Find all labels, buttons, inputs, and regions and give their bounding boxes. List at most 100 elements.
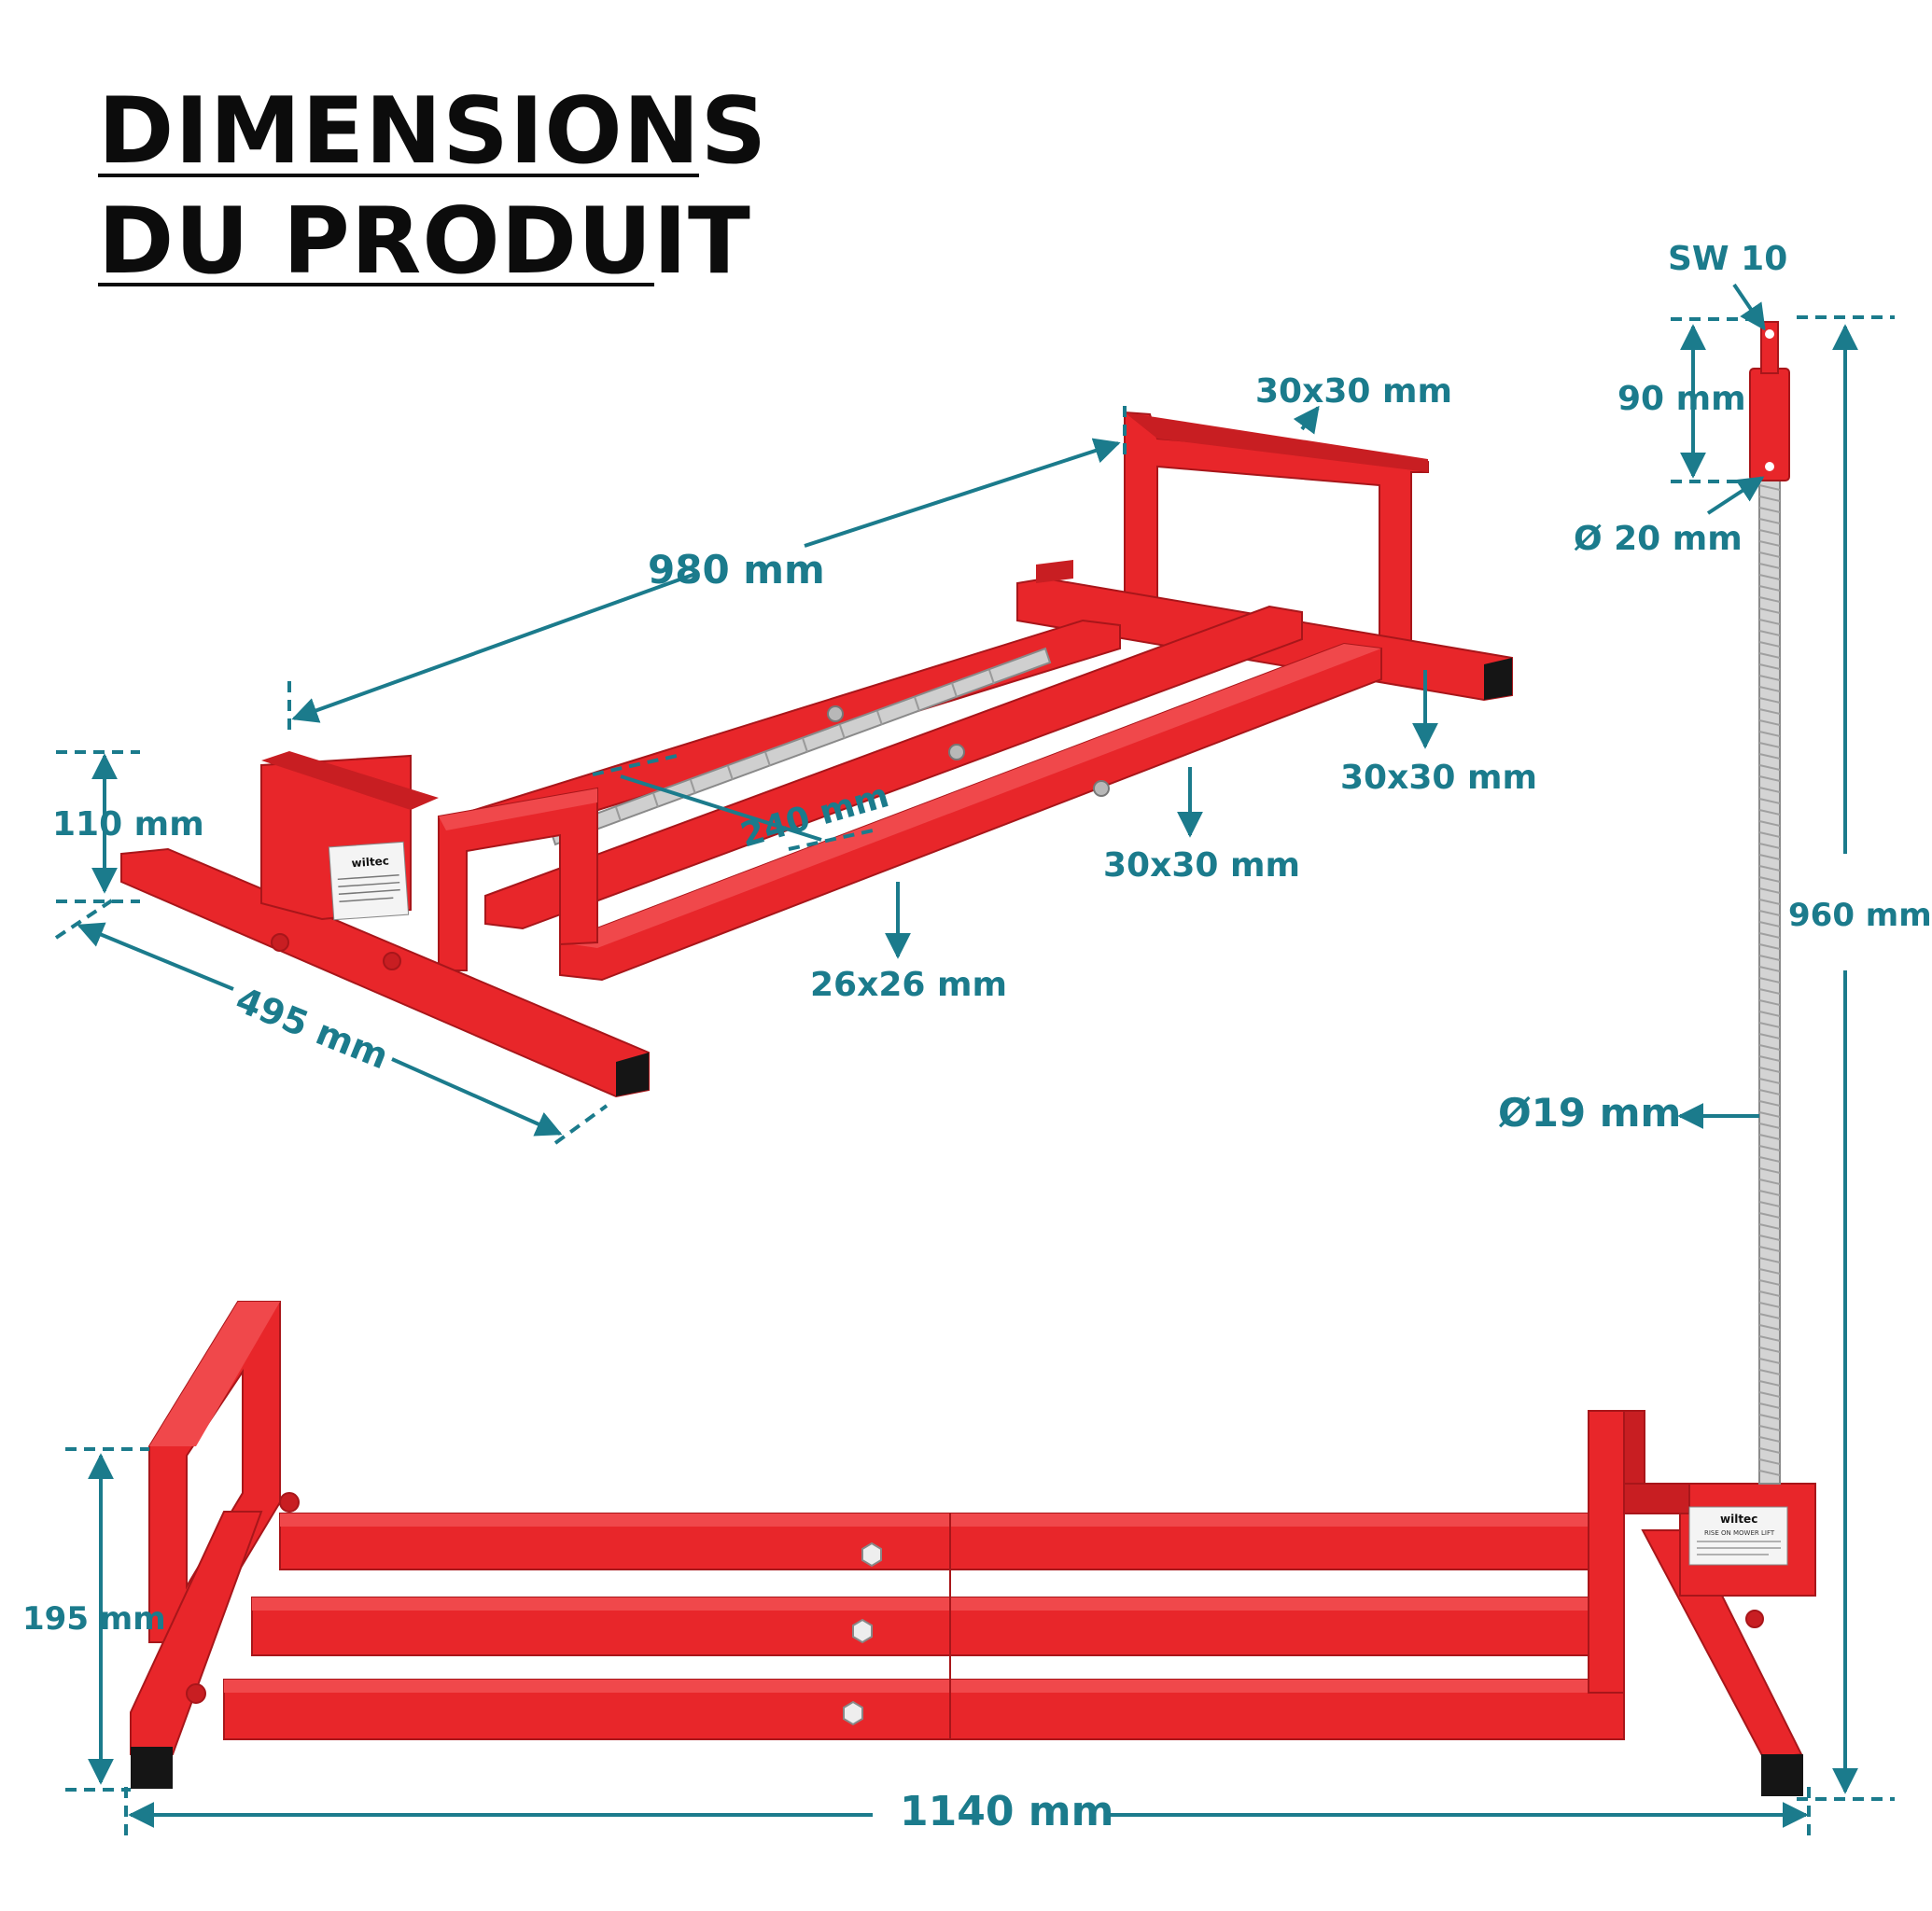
- spindle-thread: [1758, 663, 1781, 670]
- spindle-thread: [1758, 966, 1781, 972]
- spindle-thread: [1758, 1111, 1781, 1118]
- spindle-thread: [1758, 932, 1781, 939]
- title-underline-1: [98, 174, 699, 177]
- spindle-thread: [1758, 719, 1781, 726]
- dimension-lines: [54, 283, 1895, 1843]
- spindle-thread: [1758, 1246, 1781, 1252]
- spindle-thread: [1758, 686, 1781, 692]
- spindle-thread: [1758, 630, 1781, 636]
- spindle-thread: [1758, 1223, 1781, 1230]
- spindle-thread: [1758, 1335, 1781, 1342]
- spindle-thread: [1758, 787, 1781, 793]
- spindle-thread: [1758, 742, 1781, 748]
- spindle-thread: [1758, 675, 1781, 681]
- spindle-thread: [1758, 1145, 1781, 1151]
- spindle-thread: [1758, 887, 1781, 894]
- spindle-thread: [1758, 999, 1781, 1006]
- spindle-thread: [1758, 1380, 1781, 1387]
- spindle-thread: [1758, 1179, 1781, 1185]
- spindle-thread: [1758, 529, 1781, 536]
- spindle-thread: [1758, 753, 1781, 760]
- spindle-thread: [1758, 619, 1781, 625]
- spindle-thread: [1758, 652, 1781, 659]
- spindle-thread: [1758, 1346, 1781, 1353]
- dim-height-front: 110 mm: [52, 805, 204, 844]
- spindle-thread: [1758, 1279, 1781, 1286]
- spindle-thread: [1758, 831, 1781, 838]
- spindle-thread: [1758, 708, 1781, 715]
- spindle-thread: [1758, 1358, 1781, 1364]
- spindle-thread: [1758, 1055, 1781, 1062]
- spindle-thread: [1758, 1190, 1781, 1196]
- spindle-thread: [1758, 921, 1781, 928]
- spindle-thread: [1758, 641, 1781, 648]
- dim-handle-length: 90 mm: [1617, 380, 1746, 418]
- label-brand-side: wiltec: [1720, 1513, 1757, 1526]
- spindle-thread: [1758, 764, 1781, 771]
- spindle-thread: [1758, 1089, 1781, 1095]
- spindle-thread: [1758, 1123, 1781, 1129]
- spindle-thread: [1758, 1458, 1781, 1465]
- spindle-thread: [1758, 1302, 1781, 1308]
- spindle-thread: [1758, 1167, 1781, 1174]
- dim-foot-profile: 30x30 mm: [1340, 759, 1537, 797]
- spindle-thread: [1758, 1402, 1781, 1409]
- hex-bolt-3: [843, 1700, 863, 1726]
- dim-total-length: 1140 mm: [900, 1788, 1114, 1835]
- spindle-thread: [1758, 574, 1781, 580]
- dim-spindle-height: 960 mm: [1788, 897, 1932, 934]
- page-title-line-1: DIMENSIONS: [98, 78, 768, 185]
- spindle-thread: [1758, 1425, 1781, 1431]
- spindle-thread: [1758, 1391, 1781, 1398]
- side-view: wiltec RISE ON MOWER LIFT: [130, 321, 1816, 1796]
- spindle-thread: [1758, 1447, 1781, 1454]
- spindle-thread: [1758, 955, 1781, 961]
- spindle-thread: [1758, 1156, 1781, 1163]
- spindle-thread: [1758, 1033, 1781, 1039]
- spindle-thread: [1758, 977, 1781, 983]
- dim-handle-diameter: Ø 20 mm: [1574, 520, 1743, 558]
- spindle-thread: [1758, 798, 1781, 804]
- spindle-thread: [1758, 563, 1781, 569]
- product-label: [328, 841, 410, 921]
- dim-inner-profile: 26x26 mm: [810, 966, 1007, 1004]
- spindle-thread: [1758, 1011, 1781, 1017]
- spindle-thread: [1758, 775, 1781, 782]
- spindle-thread: [1758, 1212, 1781, 1219]
- spindle-thread: [1758, 988, 1781, 995]
- hex-bolt-1: [861, 1541, 882, 1568]
- spindle-thread: [1758, 518, 1781, 524]
- spindle-thread: [1758, 1290, 1781, 1297]
- spindle-thread: [1758, 1022, 1781, 1028]
- spindle-thread: [1758, 809, 1781, 816]
- spindle-thread: [1758, 731, 1781, 737]
- dim-rail-profile: 30x30 mm: [1103, 846, 1300, 885]
- spindle-thread: [1758, 1234, 1781, 1241]
- spindle-thread: [1758, 899, 1781, 905]
- spindle-thread: [1758, 1313, 1781, 1319]
- spindle-thread: [1758, 1257, 1781, 1263]
- spindle-thread: [1758, 1470, 1781, 1476]
- spindle-thread: [1758, 1201, 1781, 1207]
- spindle-thread: [1758, 1067, 1781, 1073]
- spindle-thread: [1758, 507, 1781, 513]
- spindle-thread: [1758, 843, 1781, 849]
- product-label-side: [1688, 1506, 1788, 1566]
- right-upright: [1588, 1410, 1625, 1694]
- spindle-thread: [1758, 585, 1781, 592]
- spindle-thread: [1758, 596, 1781, 603]
- hex-bolt-2: [852, 1618, 873, 1644]
- spindle-thread: [1758, 540, 1781, 547]
- isometric-view: wiltec: [120, 411, 1513, 1098]
- dim-frame-profile-top: 30x30 mm: [1255, 372, 1452, 411]
- middle-rail: [484, 605, 1303, 930]
- spindle-thread: [1758, 865, 1781, 872]
- spindle-thread: [1758, 820, 1781, 827]
- spindle-thread: [1758, 943, 1781, 950]
- spindle-thread: [1758, 876, 1781, 883]
- dim-length-top: 980 mm: [648, 547, 825, 593]
- spindle-thread: [1758, 1324, 1781, 1331]
- spindle-thread: [1758, 910, 1781, 916]
- spindle-thread: [1758, 1044, 1781, 1051]
